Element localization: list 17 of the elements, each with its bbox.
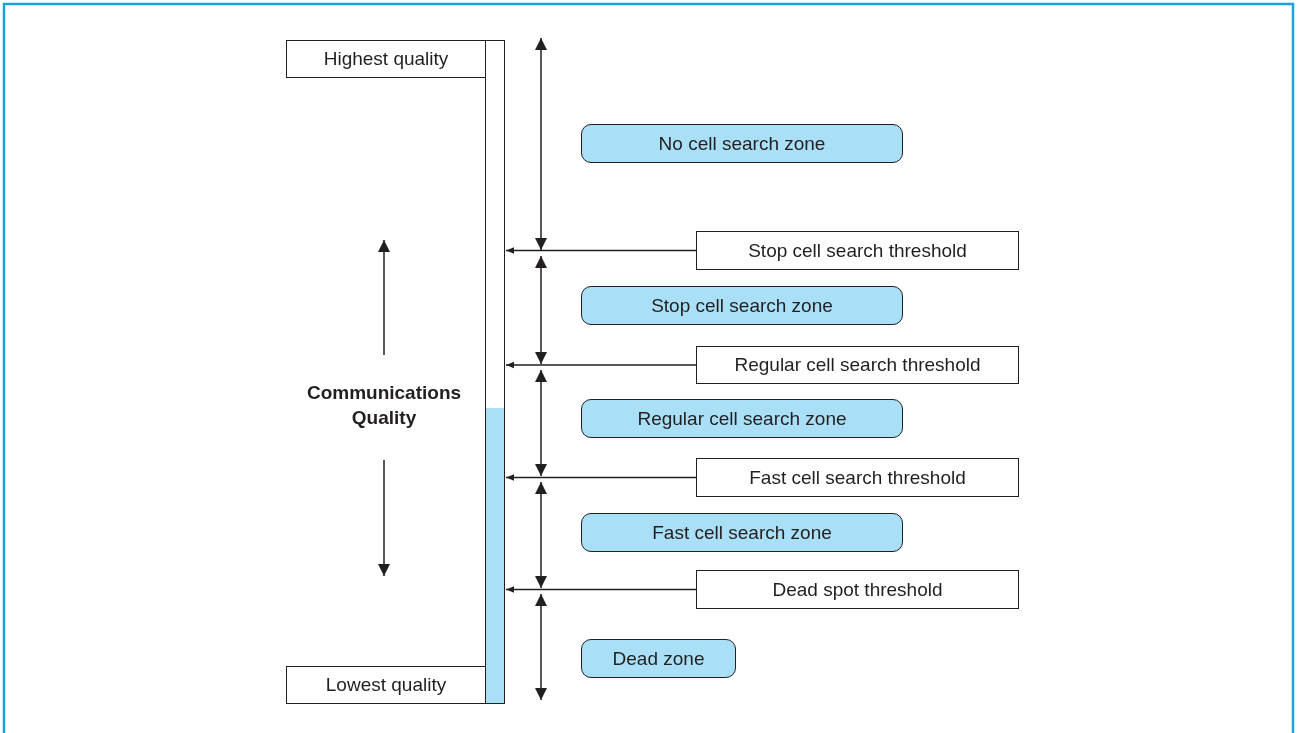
arrow (505, 586, 697, 593)
arrow (505, 361, 697, 369)
threshold-box: Dead spot threshold (696, 570, 1019, 609)
arrow (505, 247, 697, 254)
zone-box: Stop cell search zone (581, 286, 903, 325)
arrow (505, 474, 697, 481)
threshold-box: Stop cell search threshold (696, 231, 1019, 270)
threshold-box: Regular cell search threshold (696, 346, 1019, 384)
quality-bar (485, 40, 505, 704)
zone-box: Regular cell search zone (581, 399, 903, 438)
threshold-box: Fast cell search threshold (696, 458, 1019, 497)
axis-label: Communications Quality (305, 381, 463, 430)
level-label: Lowest quality (286, 666, 486, 704)
zone-box: Dead zone (581, 639, 736, 678)
level-label: Highest quality (286, 40, 486, 78)
zone-box: Fast cell search zone (581, 513, 903, 552)
zone-box: No cell search zone (581, 124, 903, 163)
